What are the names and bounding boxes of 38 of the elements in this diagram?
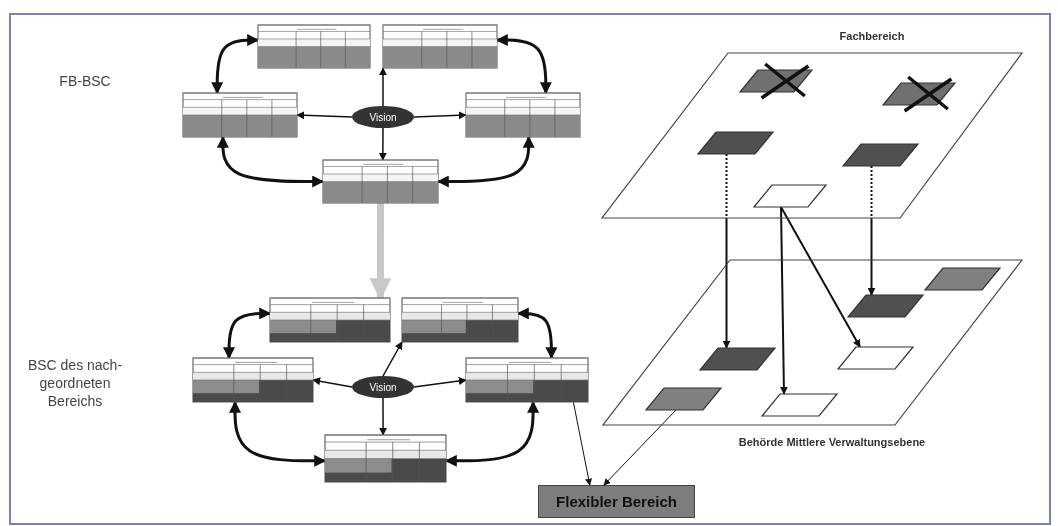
arrow (378, 127, 387, 161)
area-box: Flexibler Bereich (538, 485, 695, 518)
arrow (413, 111, 467, 120)
scorecard-table (323, 160, 438, 203)
parallelogram-tile (754, 185, 826, 207)
scorecard-table (383, 25, 497, 68)
arrow (779, 206, 788, 395)
arrow (413, 377, 467, 388)
parallelogram-tile (700, 348, 775, 370)
vision-ellipse: Vision (352, 106, 414, 128)
scorecard-table (402, 298, 518, 342)
scorecard-table (258, 25, 370, 68)
scorecard-table (466, 93, 580, 137)
plane-heading: Fachbereich (838, 30, 906, 42)
arrow (780, 206, 861, 348)
scorecard-table (325, 435, 446, 482)
scorecard-table (193, 358, 313, 402)
parallelogram-tile (838, 347, 913, 369)
plane-heading: Behörde Mittlere Verwaltungsebene (737, 436, 927, 448)
vision-ellipse: Vision (352, 376, 414, 398)
arrow (379, 397, 388, 436)
parallelogram-tile (883, 83, 955, 105)
side-label: FB-BSC (58, 72, 112, 90)
scorecard-table (183, 93, 297, 137)
parallelogram-tile (925, 268, 1000, 290)
scorecard-table (270, 298, 390, 342)
arrow (572, 401, 592, 486)
arrow (382, 341, 403, 377)
scorecard-table (466, 358, 588, 402)
parallelogram-tile (762, 394, 837, 416)
arrow (603, 409, 677, 486)
parallelogram-tile (848, 295, 923, 317)
parallelogram-tile (698, 132, 773, 154)
parallelogram-tile (646, 388, 721, 410)
arrow (379, 67, 387, 107)
parallelogram-tile (843, 144, 918, 166)
side-label: BSC des nach- geordneten Bereichs (26, 356, 124, 410)
parallelogram-tile (740, 70, 812, 92)
